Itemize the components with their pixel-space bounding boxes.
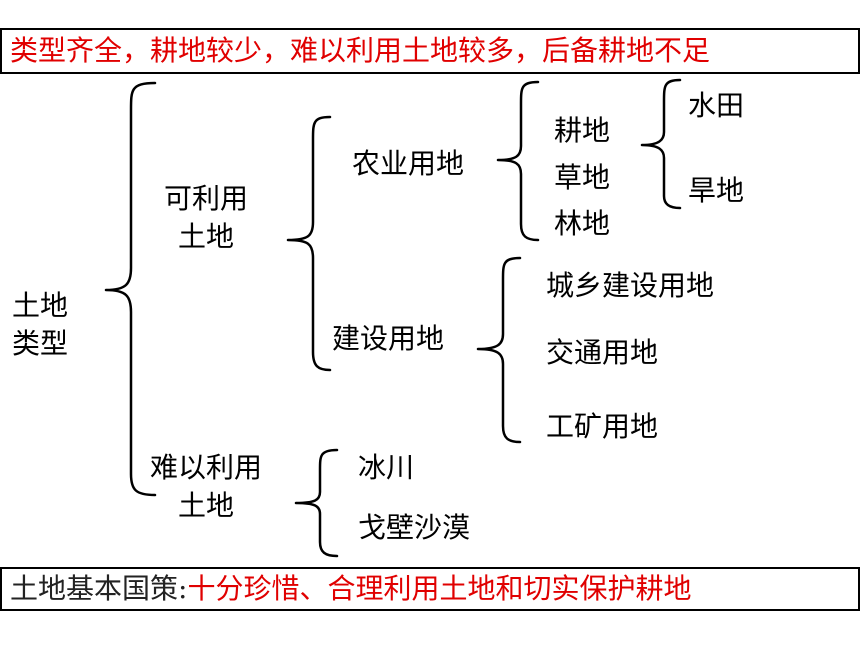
policy-prefix: 土地基本国策:	[10, 572, 188, 605]
ag-item-cropland: 耕地	[554, 114, 611, 147]
root-label-line-1: 土地	[12, 289, 69, 322]
unusable-land-line-1: 难以利用	[150, 451, 263, 484]
summary-box: 类型齐全，耕地较少，难以利用土地较多，后备耕地不足	[0, 28, 860, 74]
unusable-item-glacier: 冰川	[358, 451, 415, 484]
cropland-dry: 旱地	[688, 174, 745, 207]
con-item-mining: 工矿用地	[546, 410, 659, 443]
brace-usable	[286, 115, 332, 372]
unusable-land-label: 难以利用 土地	[150, 449, 262, 525]
summary-text: 类型齐全，耕地较少，难以利用土地较多，后备耕地不足	[10, 34, 711, 67]
unusable-item-desert: 戈壁沙漠	[358, 511, 471, 544]
agricultural-land-label: 农业用地	[352, 147, 465, 180]
unusable-land-line-2: 土地	[178, 489, 235, 522]
con-item-urban-rural: 城乡建设用地	[546, 269, 715, 302]
con-item-transport: 交通用地	[546, 336, 659, 369]
brace-cropland	[640, 78, 682, 210]
construction-land-label: 建设用地	[332, 322, 445, 355]
brace-construction	[476, 256, 522, 444]
policy-box: 土地基本国策:十分珍惜、合理利用土地和切实保护耕地	[0, 567, 860, 611]
usable-land-label: 可利用 土地	[164, 180, 248, 256]
usable-land-line-2: 土地	[178, 220, 235, 253]
brace-root	[104, 81, 157, 497]
cropland-paddy: 水田	[688, 89, 745, 122]
brace-unusable	[294, 448, 339, 558]
brace-agricultural	[496, 80, 540, 242]
root-label: 土地 类型	[12, 287, 68, 363]
root-label-line-2: 类型	[12, 327, 69, 360]
ag-item-forest: 林地	[554, 207, 611, 240]
ag-item-grassland: 草地	[554, 161, 611, 194]
policy-text: 十分珍惜、合理利用土地和切实保护耕地	[187, 572, 692, 605]
usable-land-line-1: 可利用	[164, 182, 249, 215]
